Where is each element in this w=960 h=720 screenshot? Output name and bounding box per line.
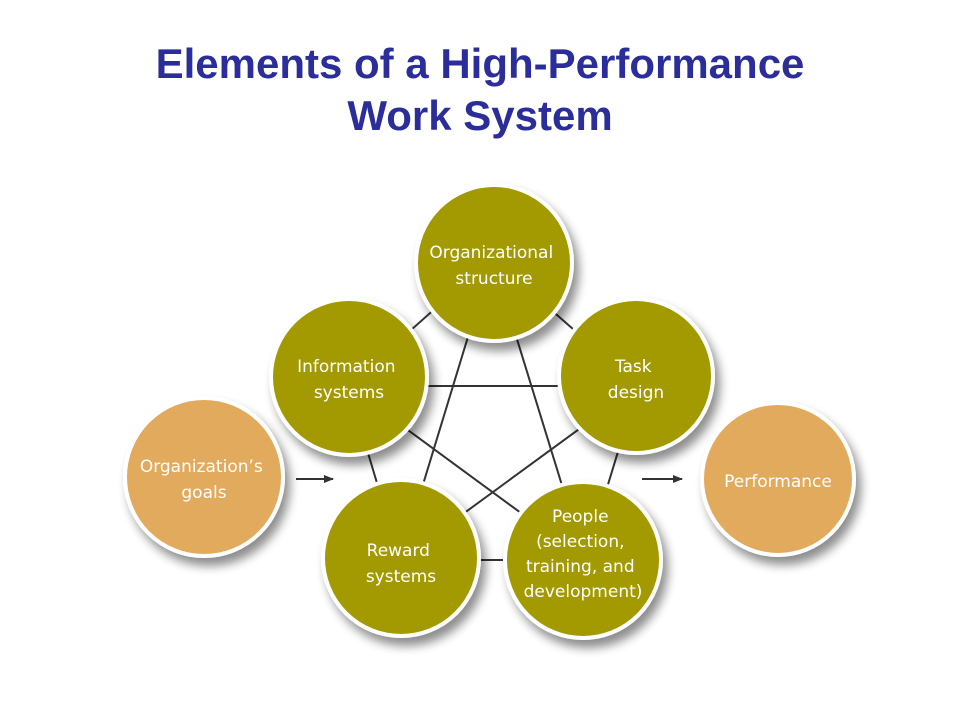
- title-line-2: Work System: [347, 92, 613, 139]
- organizations-goals-label: Organization’s goals: [140, 457, 268, 503]
- title-line-1: Elements of a High-Performance: [155, 40, 805, 87]
- reward-systems-label: Reward systems: [366, 541, 436, 587]
- node-people: People (selection, training, and develop…: [503, 480, 663, 640]
- people-label: People (selection, training, and develop…: [524, 507, 643, 602]
- node-information-systems: Information systems: [269, 297, 429, 457]
- node-reward-systems: Reward systems: [321, 478, 481, 638]
- page-title: Elements of a High-Performance Work Syst…: [0, 38, 960, 142]
- information-systems-label: Information systems: [297, 357, 401, 403]
- node-task-design: Task design: [557, 297, 715, 455]
- organizational-structure-label: Organizational structure: [429, 243, 558, 289]
- node-performance: Performance: [700, 401, 856, 557]
- task-design-label: Task design: [608, 357, 664, 403]
- node-organizations-goals: Organization’s goals: [123, 396, 285, 558]
- node-organizational-structure: Organizational structure: [414, 183, 574, 343]
- performance-label: Performance: [724, 472, 832, 492]
